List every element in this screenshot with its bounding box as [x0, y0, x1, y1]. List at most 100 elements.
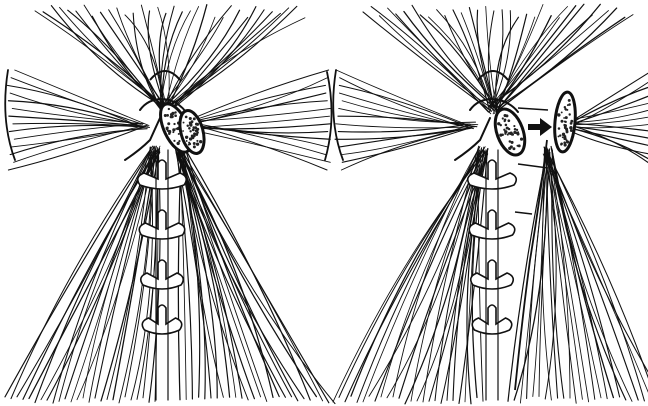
stipple-dot: [169, 132, 171, 134]
muscle-fiber: [184, 147, 310, 400]
stipple-dot: [196, 142, 199, 145]
stipple-dot: [564, 120, 566, 122]
stipple-dot: [507, 134, 509, 136]
stipple-dot: [502, 117, 504, 119]
left-fibers-top: [35, 5, 305, 114]
muscle-fiber: [527, 149, 550, 399]
muscle-fiber: [181, 108, 331, 121]
vertebra: [469, 210, 515, 239]
stipple-dot: [514, 128, 517, 131]
right-bone-fragment-medial: [490, 105, 531, 159]
muscle-fiber: [566, 78, 648, 129]
muscle-fiber: [548, 152, 645, 401]
left-fibers-lower-left: [5, 146, 160, 403]
muscle-fiber: [71, 147, 151, 402]
muscle-fiber: [177, 147, 323, 401]
stipple-dot: [563, 124, 565, 126]
stipple-dot: [561, 111, 563, 113]
stipple-dot: [564, 126, 567, 129]
stipple-dot: [195, 133, 198, 136]
muscle-fiber: [545, 147, 608, 398]
stipple-dot: [508, 128, 510, 130]
stipple-dot: [174, 111, 176, 113]
stipple-dot: [570, 129, 573, 132]
stipple-dot: [192, 128, 195, 131]
stipple-dot: [167, 127, 169, 129]
stipple-dot: [560, 120, 563, 123]
stipple-dot: [164, 114, 167, 117]
stipple-dot: [557, 113, 560, 116]
stipple-dot: [499, 134, 501, 136]
muscle-fiber: [396, 14, 491, 114]
muscle-fiber: [552, 152, 613, 398]
stipple-dot: [558, 127, 561, 130]
stipple-dot: [193, 117, 196, 120]
stipple-dot: [193, 135, 195, 137]
stipple-dot: [193, 142, 196, 145]
stipple-dot: [188, 144, 190, 146]
stipple-dot: [195, 123, 198, 126]
bone-outline: [490, 105, 531, 159]
panel-left: [5, 5, 335, 404]
panel-right: [333, 4, 648, 404]
stipple-dot: [196, 140, 198, 142]
right-fibers-lower-left: [333, 146, 488, 404]
muscle-fiber: [162, 12, 182, 109]
stipple-dot: [510, 145, 513, 148]
muscle-fiber: [161, 12, 273, 114]
muscle-fiber: [53, 147, 154, 403]
vertebra: [472, 305, 512, 334]
vertebra: [141, 260, 184, 289]
stipple-dot: [172, 131, 174, 133]
stipple-dot: [504, 130, 507, 133]
stipple-dot: [186, 124, 188, 126]
stipple-dot: [188, 127, 191, 130]
stipple-dot: [570, 120, 573, 123]
right-bone-fragment-displaced: [552, 91, 577, 153]
stipple-dot: [558, 135, 560, 137]
stipple-dot: [566, 140, 569, 143]
stipple-dot: [568, 113, 570, 115]
stipple-dot: [568, 103, 571, 106]
stipple-dot: [170, 113, 173, 116]
left-fibers-lower-right: [175, 146, 335, 404]
stipple-dot: [183, 122, 185, 124]
stipple-dot: [513, 125, 515, 127]
stipple-dot: [189, 117, 192, 120]
stipple-dot: [568, 99, 571, 102]
stipple-dot: [185, 136, 188, 139]
stipple-dot: [563, 117, 565, 119]
stipple-dot: [186, 140, 188, 142]
stipple-dot: [173, 140, 175, 142]
stipple-dot: [518, 144, 521, 147]
stipple-dot: [509, 132, 512, 135]
muscle-fiber: [8, 125, 147, 170]
stipple-dot: [189, 137, 192, 140]
stipple-dot: [512, 147, 515, 150]
stipple-dot: [570, 126, 572, 128]
stipple-dot: [200, 141, 203, 144]
stipple-dot: [176, 142, 179, 145]
stipple-dot: [189, 122, 192, 125]
muscle-fiber: [437, 10, 492, 108]
stipple-dot: [172, 128, 175, 131]
muscle-fiber: [342, 125, 471, 155]
stipple-dot: [500, 124, 502, 126]
arrow-right-icon: [528, 118, 552, 136]
stipple-dot: [560, 142, 563, 145]
stipple-dot: [507, 119, 510, 122]
stipple-dot: [505, 114, 508, 117]
muscle-fiber: [23, 149, 158, 399]
stipple-dot: [175, 128, 177, 130]
stipple-dot: [189, 130, 191, 132]
muscle-fiber: [546, 150, 648, 397]
muscle-fiber: [388, 8, 491, 111]
stipple-dot: [167, 122, 170, 125]
stipple-dot: [193, 145, 196, 148]
muscle-fiber: [161, 18, 223, 108]
muscle-fiber: [17, 150, 150, 397]
stipple-dot: [188, 142, 190, 144]
stipple-dot: [505, 124, 508, 127]
